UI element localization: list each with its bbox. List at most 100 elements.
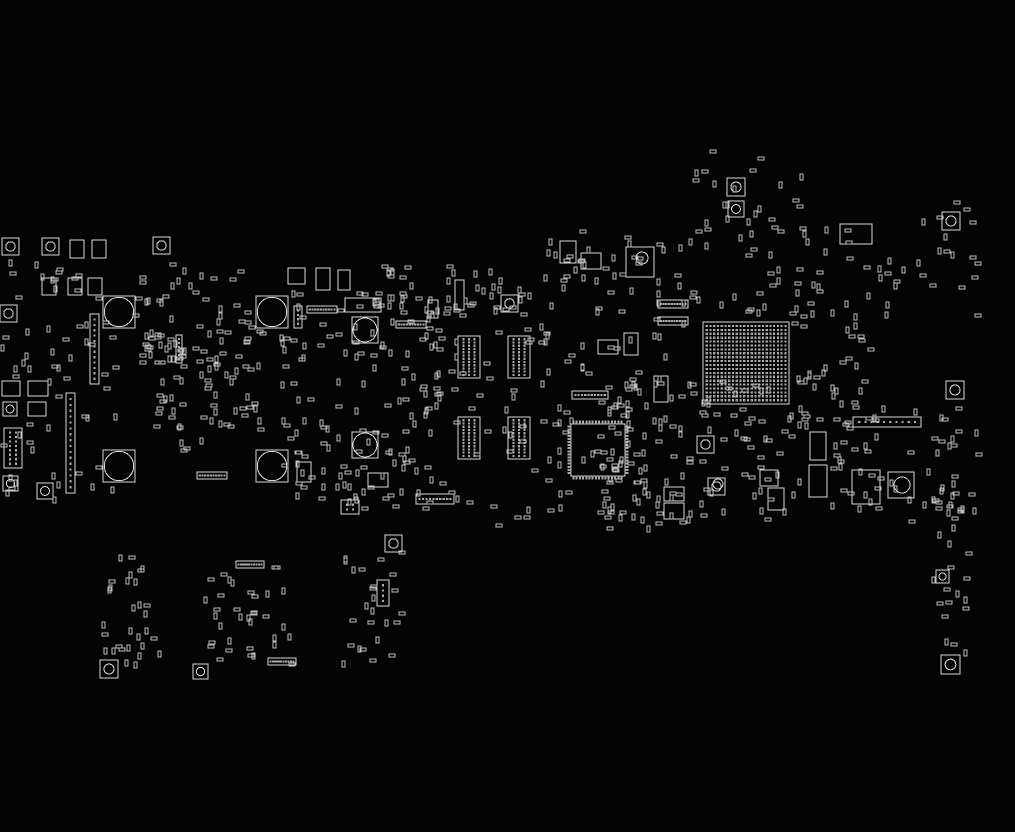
pin-pad xyxy=(731,324,735,328)
pin-pad xyxy=(462,454,465,457)
pin-pad xyxy=(468,438,471,441)
pin-pad xyxy=(728,352,731,355)
chipset-pin xyxy=(591,420,594,425)
passive-outline xyxy=(196,359,204,364)
passive-outline xyxy=(553,251,558,259)
passive-outline xyxy=(101,621,106,629)
pin-pad xyxy=(713,328,716,332)
passive-outline xyxy=(295,450,303,455)
connector-outline xyxy=(3,427,23,469)
connector-outline xyxy=(196,471,228,480)
memory-chip-outline xyxy=(507,416,531,460)
passive-outline xyxy=(246,646,254,651)
passive-outline xyxy=(179,354,187,359)
passive-outline xyxy=(213,391,218,399)
pin-pad xyxy=(468,451,471,454)
pin-pad xyxy=(69,415,72,418)
passive-outline xyxy=(364,602,369,610)
pin-pad xyxy=(731,340,735,343)
passive-outline xyxy=(272,641,277,649)
pin-pad xyxy=(473,360,476,364)
pin-pad xyxy=(761,336,765,339)
passive-outline xyxy=(30,446,35,454)
pin-pad xyxy=(743,375,746,378)
chipset-pin xyxy=(572,475,575,480)
ic-outline xyxy=(559,240,577,264)
capacitor-outline xyxy=(27,401,47,417)
pin-pad xyxy=(512,428,515,432)
pin-pad xyxy=(518,338,521,341)
passive-outline xyxy=(224,371,229,379)
passive-outline xyxy=(108,584,113,592)
chipset-pin xyxy=(594,420,597,425)
pin-pad xyxy=(716,367,720,371)
passive-outline xyxy=(690,290,698,295)
pin-pad xyxy=(282,660,285,663)
passive-outline xyxy=(756,291,764,296)
chipset-pin xyxy=(598,475,601,480)
pin-pad xyxy=(512,441,515,445)
passive-outline xyxy=(893,282,898,290)
pin-pad xyxy=(215,474,218,477)
passive-outline xyxy=(759,387,764,395)
pin-pad xyxy=(716,371,720,374)
pin-pad xyxy=(518,445,521,448)
pin-pad xyxy=(754,332,757,335)
pin-pad xyxy=(731,332,735,335)
pin-pad xyxy=(473,367,476,370)
passive-outline xyxy=(545,478,553,483)
passive-outline xyxy=(50,348,55,356)
passive-outline xyxy=(435,307,440,315)
pin-pad xyxy=(468,357,471,360)
passive-outline xyxy=(341,660,346,668)
passive-outline xyxy=(372,299,377,307)
passive-outline xyxy=(602,266,610,271)
passive-outline xyxy=(281,417,286,425)
chipset-pin xyxy=(610,420,613,425)
passive-outline xyxy=(957,509,965,514)
passive-outline xyxy=(804,422,809,430)
passive-outline xyxy=(358,567,366,572)
passive-outline xyxy=(657,333,662,341)
passive-outline xyxy=(689,382,697,387)
pin-pad xyxy=(15,449,18,452)
switch-outline xyxy=(893,476,911,494)
passive-outline xyxy=(853,322,858,330)
pin-pad xyxy=(220,474,223,477)
pin-pad xyxy=(435,498,438,501)
passive-outline xyxy=(749,168,757,173)
pin-pad xyxy=(713,352,716,355)
passive-outline xyxy=(352,340,360,345)
passive-outline xyxy=(638,467,643,475)
passive-outline xyxy=(699,459,707,464)
pin-pad xyxy=(724,356,727,359)
pin-pad xyxy=(720,344,723,347)
pin-pad xyxy=(284,660,288,663)
pin-pad xyxy=(462,344,465,347)
pin-pad xyxy=(9,458,12,461)
passive-outline xyxy=(139,360,147,365)
passive-outline xyxy=(764,477,772,482)
pin-pad xyxy=(462,360,465,364)
passive-outline xyxy=(700,513,708,518)
pin-pad xyxy=(773,328,776,332)
passive-outline xyxy=(861,379,869,384)
passive-outline xyxy=(611,463,619,468)
passive-outline xyxy=(794,281,802,286)
passive-outline xyxy=(831,392,836,400)
mounting-hole-outline xyxy=(935,569,950,584)
inductor-outline xyxy=(102,295,136,329)
pin-pad xyxy=(773,395,776,398)
passive-outline xyxy=(857,334,865,339)
passive-outline xyxy=(695,229,703,234)
mounting-hole-circle xyxy=(45,241,56,252)
passive-outline xyxy=(299,315,307,320)
pin-pad xyxy=(709,360,712,363)
passive-outline xyxy=(866,292,871,300)
pin-pad xyxy=(322,308,325,311)
pin-pad xyxy=(769,363,772,367)
mounting-hole-circle xyxy=(103,663,115,675)
pin-pad xyxy=(705,375,708,378)
pin-pad xyxy=(247,563,250,566)
